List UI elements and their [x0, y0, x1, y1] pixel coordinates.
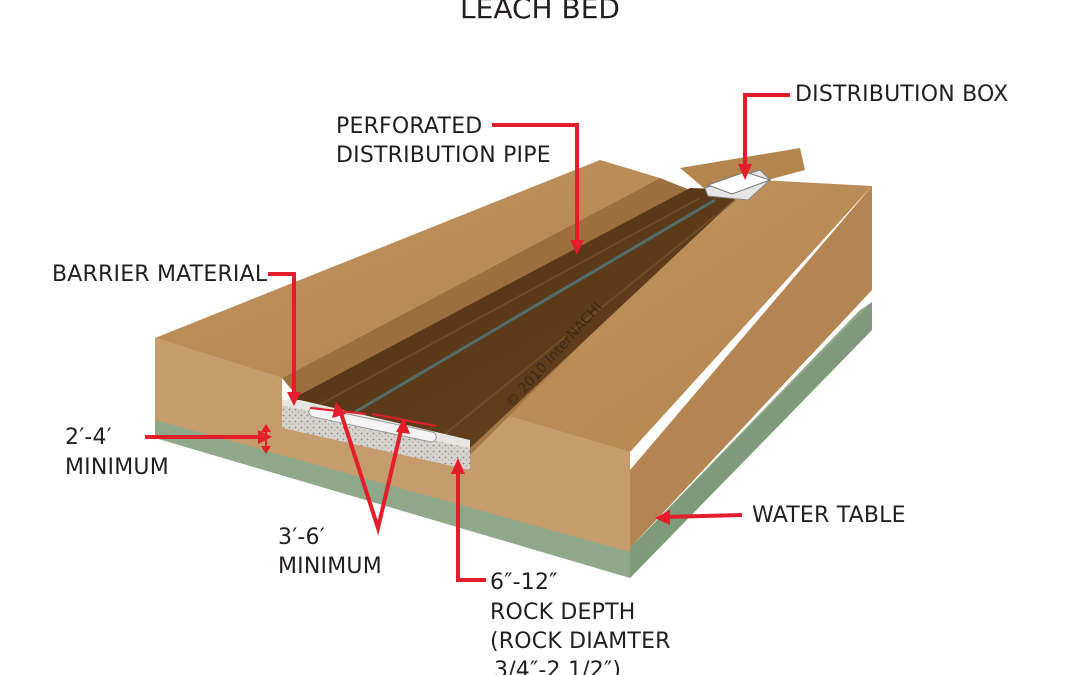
- soil-block: [155, 160, 872, 552]
- label-rock-diameter-range: 3/4″-2 1/2″): [494, 658, 622, 675]
- label-water-table: WATER TABLE: [752, 503, 906, 528]
- label-barrier-material: BARRIER MATERIAL: [52, 262, 268, 287]
- page-title: LEACH BED: [460, 0, 620, 25]
- label-width-value: 3′-6′: [278, 525, 325, 550]
- callout-lines: [145, 93, 790, 582]
- callout-arrowheads: [258, 164, 752, 525]
- water-table-layer: [155, 302, 872, 578]
- label-distribution-box: DISTRIBUTION BOX: [795, 82, 1009, 107]
- label-rock-depth-value: 6″-12″: [490, 570, 558, 595]
- trench-floor: [290, 188, 745, 448]
- label-width-minimum: MINIMUM: [278, 554, 382, 579]
- label-perforated-line1: PERFORATED: [336, 114, 483, 139]
- label-rock-depth: ROCK DEPTH: [490, 600, 636, 625]
- label-depth-value: 2′-4′: [65, 425, 112, 450]
- label-perforated-line2: DISTRIBUTION PIPE: [336, 143, 551, 168]
- label-depth-minimum: MINIMUM: [65, 455, 169, 480]
- label-rock-diameter: (ROCK DIAMTER: [490, 629, 671, 654]
